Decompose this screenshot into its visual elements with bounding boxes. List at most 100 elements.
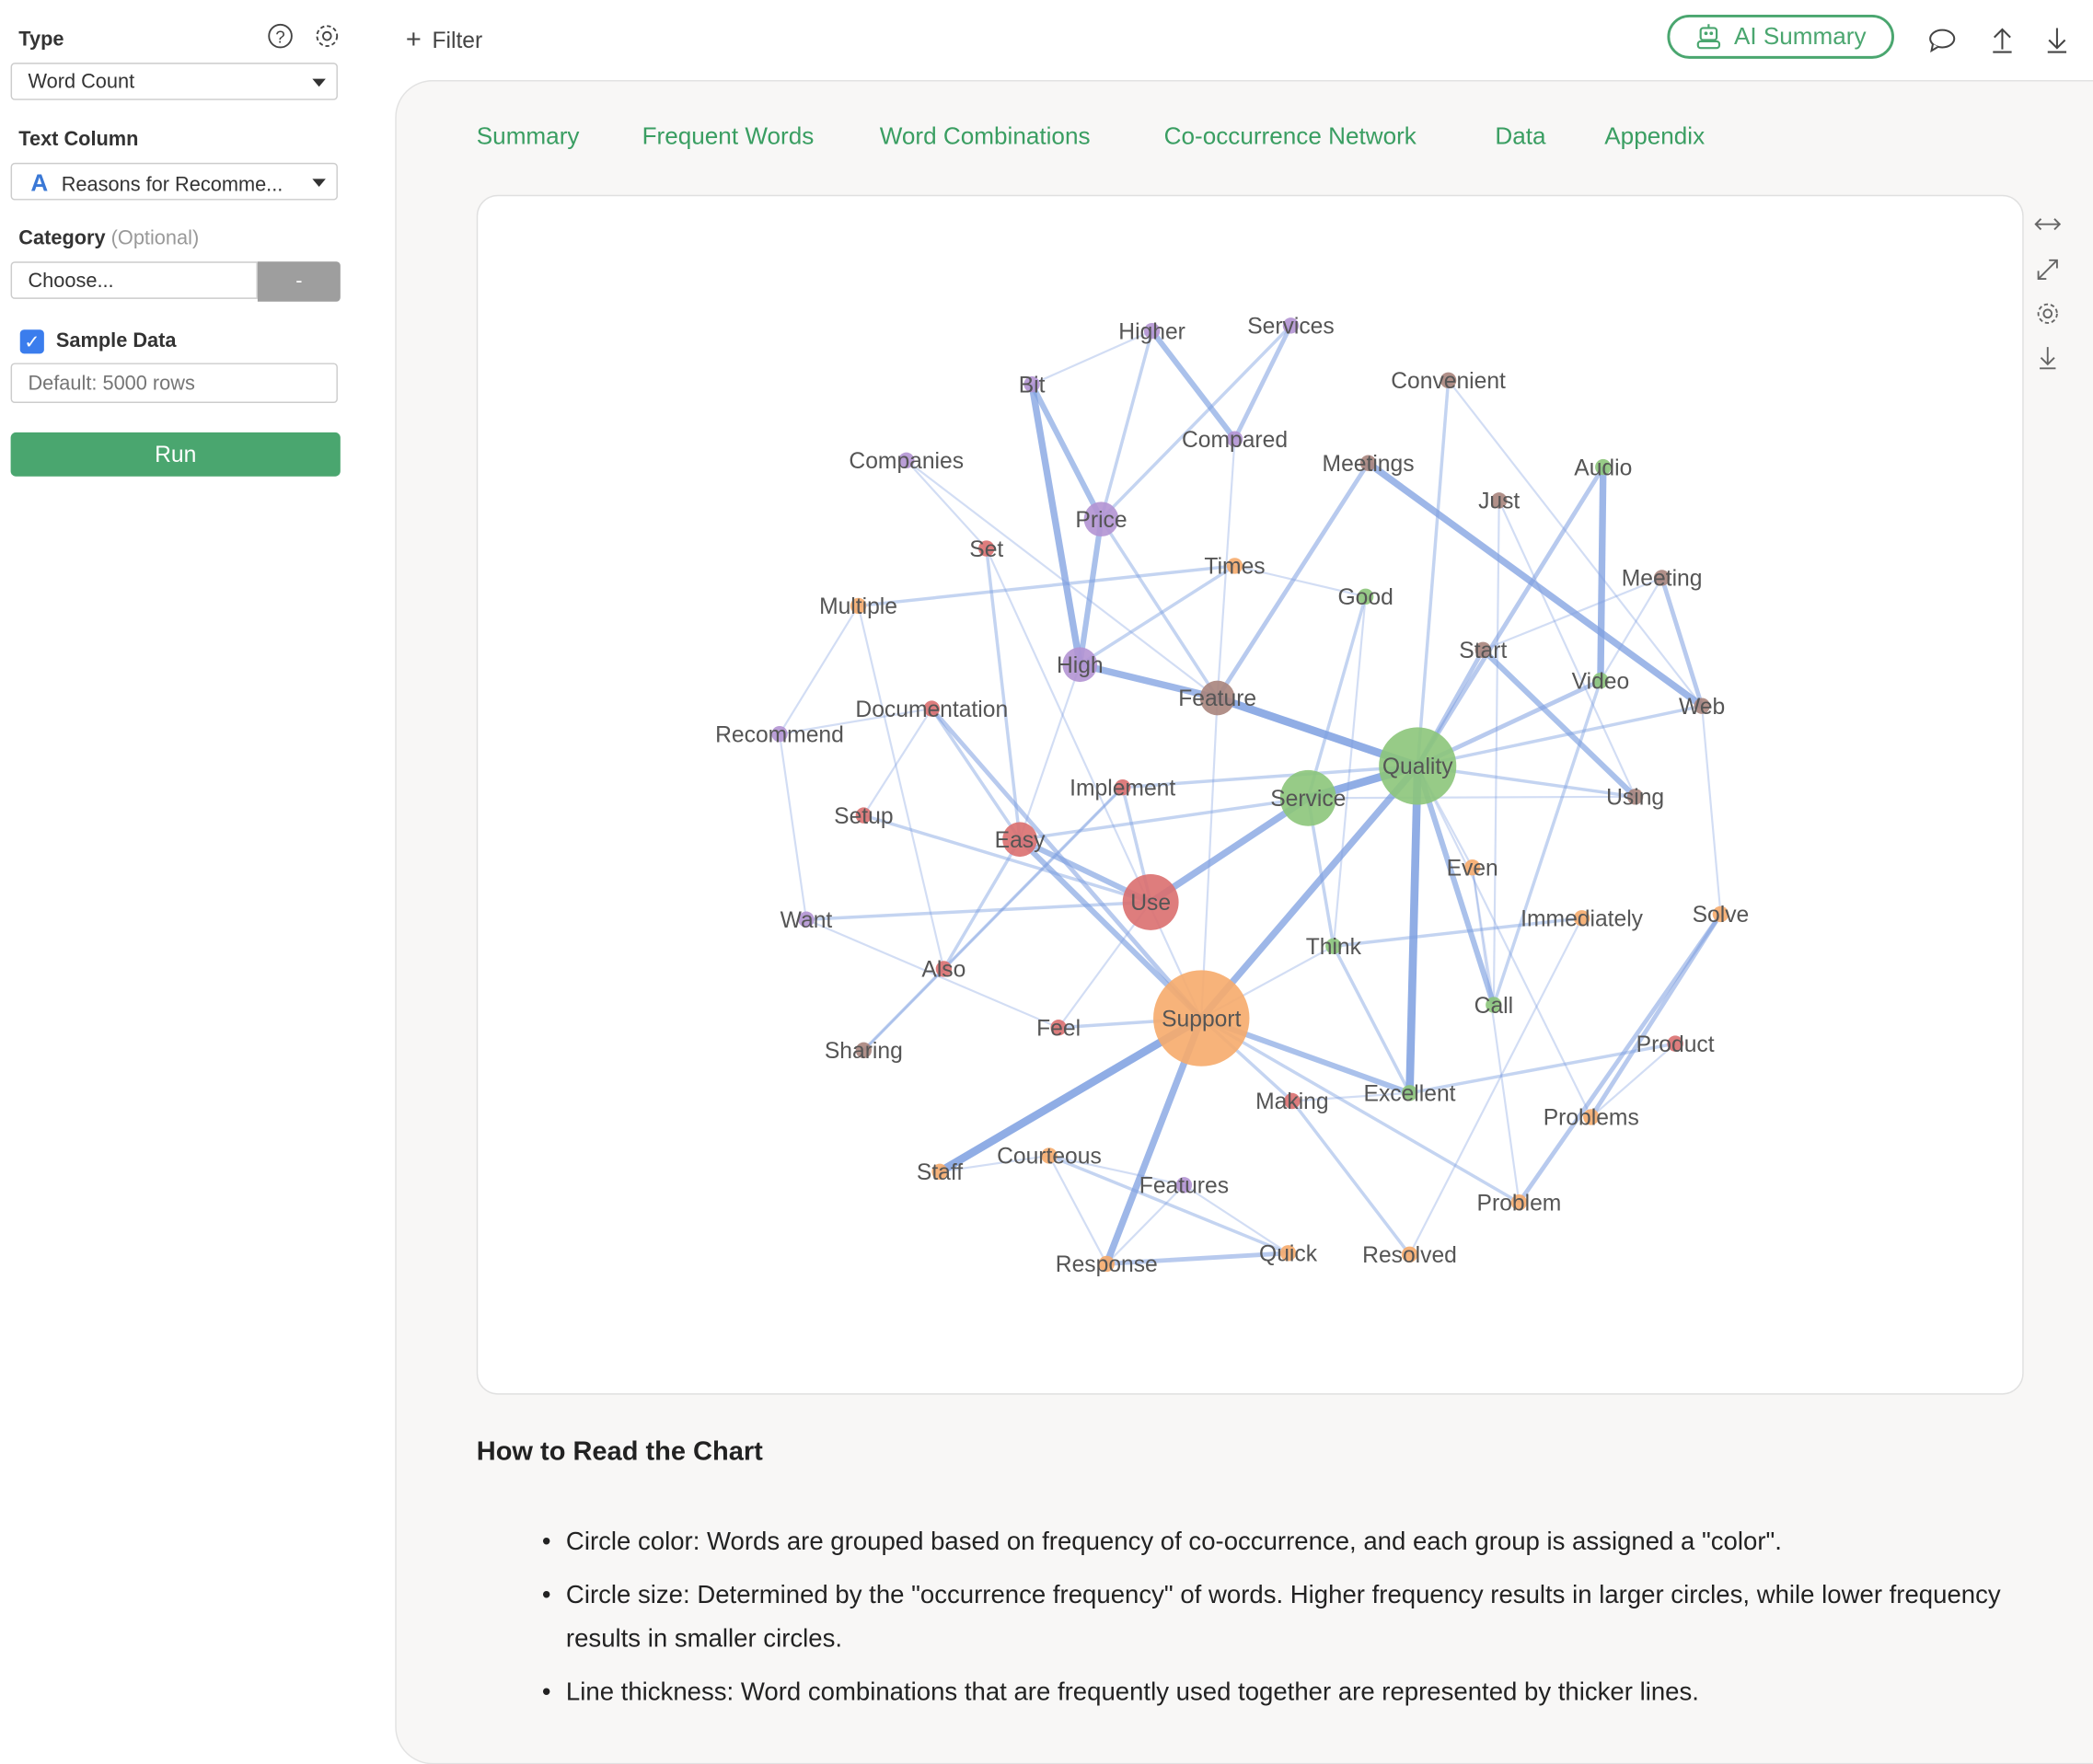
node-compared[interactable]	[1226, 431, 1243, 447]
node-label-even: Even	[1447, 856, 1498, 881]
sample-rows-input[interactable]	[10, 363, 338, 403]
node-resolved[interactable]	[1401, 1246, 1418, 1262]
text-column-label: Text Column	[18, 128, 139, 151]
node-easy[interactable]	[1002, 822, 1037, 858]
node-solve[interactable]	[1712, 905, 1729, 923]
tab-summary[interactable]: Summary	[476, 122, 580, 150]
upload-icon[interactable]	[1989, 26, 2016, 55]
node-recommend[interactable]	[771, 725, 788, 743]
node-staff[interactable]	[931, 1163, 948, 1181]
node-convenient[interactable]	[1440, 372, 1457, 389]
category-select[interactable]: Choose...	[10, 261, 258, 299]
node-service[interactable]	[1279, 769, 1336, 826]
filter-button[interactable]: +Filter	[406, 26, 482, 56]
node-also[interactable]	[935, 961, 953, 977]
tab-frequent-words[interactable]: Frequent Words	[642, 122, 815, 150]
chart-settings-icon[interactable]	[2034, 300, 2061, 327]
edge-call-video	[1492, 680, 1602, 1006]
node-label-immediately: Immediately	[1521, 907, 1644, 932]
node-problem[interactable]	[1510, 1194, 1528, 1211]
node-label-product: Product	[1636, 1032, 1715, 1057]
node-quality[interactable]	[1379, 727, 1457, 805]
node-excellent[interactable]	[1401, 1085, 1418, 1101]
filter-label: Filter	[432, 28, 483, 54]
edge-recommend-multiple	[779, 605, 860, 735]
node-multiple[interactable]	[850, 597, 867, 615]
node-bit[interactable]	[1023, 375, 1040, 393]
node-label-web: Web	[1679, 695, 1725, 720]
node-good[interactable]	[1357, 588, 1374, 605]
node-label-problem: Problem	[1477, 1191, 1562, 1216]
node-implement[interactable]	[1115, 778, 1131, 796]
node-documentation[interactable]	[923, 700, 941, 717]
chart-download-icon[interactable]	[2034, 344, 2061, 371]
node-features[interactable]	[1175, 1177, 1193, 1193]
edge-easy-also	[942, 838, 1022, 970]
node-higher[interactable]	[1143, 322, 1161, 340]
node-product[interactable]	[1667, 1035, 1683, 1052]
node-want[interactable]	[798, 911, 815, 928]
node-high[interactable]	[1062, 647, 1098, 683]
tab-word-combinations[interactable]: Word Combinations	[879, 122, 1091, 150]
fit-width-icon[interactable]	[2033, 213, 2063, 235]
node-response[interactable]	[1098, 1255, 1116, 1273]
node-just[interactable]	[1490, 492, 1508, 509]
node-think[interactable]	[1325, 938, 1342, 954]
edge-meeting-video	[1599, 577, 1663, 682]
node-use[interactable]	[1122, 873, 1179, 930]
node-label-start: Start	[1459, 639, 1507, 663]
gear-icon[interactable]	[314, 23, 341, 56]
node-label-feature: Feature	[1178, 686, 1256, 711]
tab-co-occurrence-network[interactable]: Co-occurrence Network	[1163, 122, 1417, 150]
node-web[interactable]	[1694, 698, 1710, 714]
help-icon[interactable]: ?	[267, 23, 294, 56]
node-problems[interactable]	[1583, 1109, 1600, 1125]
node-courteous[interactable]	[1041, 1147, 1058, 1164]
comment-icon[interactable]	[1927, 27, 1957, 53]
node-making[interactable]	[1284, 1092, 1301, 1110]
node-using[interactable]	[1626, 789, 1644, 805]
node-companies[interactable]	[898, 452, 915, 469]
node-setup[interactable]	[855, 807, 873, 824]
category-clear-button[interactable]: -	[257, 261, 341, 302]
node-label-want: Want	[781, 908, 833, 933]
tab-appendix[interactable]: Appendix	[1604, 122, 1706, 150]
node-quick[interactable]	[1279, 1245, 1297, 1262]
node-feature[interactable]	[1199, 680, 1235, 716]
edge-courteous-features	[1048, 1154, 1185, 1186]
node-start[interactable]	[1474, 641, 1491, 658]
edge-want-use	[805, 900, 1151, 921]
node-price[interactable]	[1083, 502, 1119, 537]
tab-data[interactable]: Data	[1495, 122, 1546, 150]
node-feel[interactable]	[1050, 1020, 1067, 1036]
sample-data-checkbox[interactable]: ✓	[19, 329, 44, 354]
node-support[interactable]	[1153, 970, 1250, 1066]
edge-solve-problems	[1589, 913, 1723, 1119]
download-icon[interactable]	[2043, 26, 2070, 55]
node-audio[interactable]	[1595, 458, 1612, 476]
node-even[interactable]	[1463, 859, 1481, 876]
node-label-just: Just	[1478, 490, 1520, 514]
node-video[interactable]	[1592, 672, 1609, 689]
node-sharing[interactable]	[855, 1042, 873, 1059]
node-meetings[interactable]	[1359, 455, 1377, 471]
ai-summary-button[interactable]: AI Summary	[1667, 14, 1894, 59]
node-set[interactable]	[978, 540, 995, 557]
node-label-audio: Audio	[1574, 455, 1632, 480]
expand-icon[interactable]	[2034, 256, 2061, 282]
how-to-read-title: How to Read the Chart	[476, 1436, 763, 1467]
bullet-circle-color: Circle color: Words are grouped based on…	[542, 1520, 2037, 1564]
node-immediately[interactable]	[1573, 910, 1590, 927]
node-meeting[interactable]	[1653, 570, 1671, 586]
edge-response-features	[1105, 1184, 1185, 1265]
node-times[interactable]	[1226, 558, 1243, 574]
type-select[interactable]: Word Count	[10, 63, 338, 100]
run-button[interactable]: Run	[10, 432, 341, 477]
edge-even-call	[1471, 867, 1495, 1006]
type-label: Type	[18, 28, 64, 52]
node-call[interactable]	[1486, 997, 1502, 1013]
bullet-circle-size: Circle size: Determined by the "occurren…	[542, 1574, 2037, 1662]
node-services[interactable]	[1282, 317, 1300, 334]
